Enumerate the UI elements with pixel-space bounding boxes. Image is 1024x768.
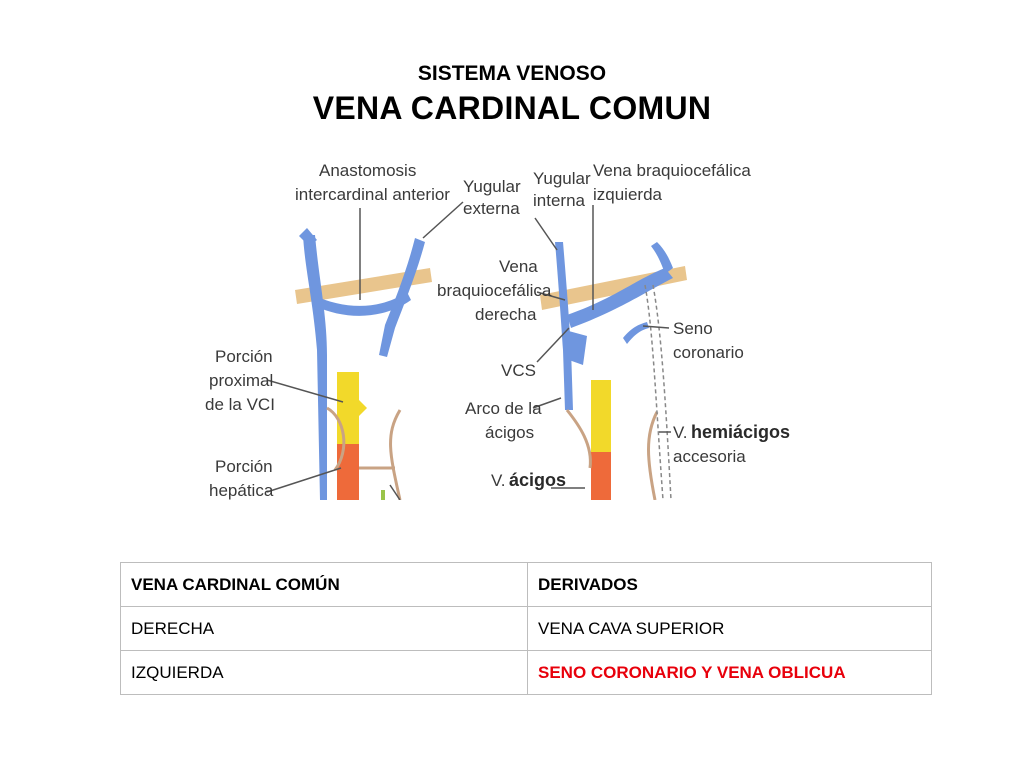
label-hemiacigos-bold: hemiácigos [691, 422, 790, 442]
left-cardinal-vein-right [303, 235, 327, 500]
label-yugular-externa-1: Yugular [463, 177, 521, 196]
label-vcs: VCS [501, 361, 536, 380]
label-yugular-externa-2: externa [463, 199, 520, 218]
label-yugular-interna-1: Yugular [533, 169, 591, 188]
label-braquio-der-3: derecha [475, 305, 537, 324]
label-anastomosis-2: intercardinal anterior [295, 185, 450, 204]
leader-braquio-der [536, 291, 566, 301]
page-subtitle: SISTEMA VENOSO [417, 62, 607, 85]
label-porcion-proximal-3: de la VCI [205, 395, 275, 414]
label-braquio-der-1: Vena [499, 257, 538, 276]
label-porcion-proximal-1: Porción [215, 347, 273, 366]
left-anastomosis [313, 292, 411, 316]
table-cell: DERECHA [120, 606, 528, 651]
right-svc-vein [555, 242, 573, 410]
label-braquio-izq-2: izquierda [593, 185, 663, 204]
label-seno-1: Seno [673, 319, 713, 338]
right-vci-orange [591, 452, 611, 500]
leader-yugular-interna [534, 217, 558, 251]
leader-extra [389, 484, 401, 500]
label-arco-1: Arco de la [465, 399, 542, 418]
right-brachiocephalic-left [567, 268, 673, 328]
left-vci-yellow [337, 372, 359, 444]
label-hemiacigos-prefix: V. [673, 423, 688, 442]
label-porcion-hepatica-2: hepática [209, 481, 274, 500]
leader-arco [532, 397, 562, 409]
page-title: VENA CARDINAL COMUN [312, 90, 712, 126]
table-row: IZQUIERDA SENO CORONARIO Y VENA OBLICUA [120, 650, 932, 695]
right-coronary-sinus [623, 322, 649, 344]
right-dashed-vein-1 [644, 284, 664, 500]
table-cell: IZQUIERDA [120, 650, 528, 695]
table-header-cell: DERIVADOS [527, 562, 932, 607]
left-brown-vein-2 [389, 409, 402, 500]
right-dashed-vein-2 [652, 284, 672, 500]
right-vci-yellow [591, 380, 611, 452]
table-header-row: VENA CARDINAL COMÚN DERIVADOS [120, 562, 932, 607]
left-vci-tip [357, 398, 367, 418]
venous-system-diagram: Anastomosis intercardinal anterior Yugul… [195, 150, 795, 500]
left-cross-bar [295, 268, 432, 304]
label-braquio-izq-1: Vena braquiocefálica [593, 161, 751, 180]
label-porcion-hepatica-1: Porción [215, 457, 273, 476]
left-vci-orange [337, 444, 359, 500]
table-cell: VENA CAVA SUPERIOR [527, 606, 932, 651]
leader-yugular-externa [422, 201, 464, 239]
label-v-acigos-bold: ácigos [509, 470, 566, 490]
right-brown-vein-1 [565, 409, 592, 469]
diagram-svg: Anastomosis intercardinal anterior Yugul… [205, 161, 790, 500]
leader-seno [642, 325, 670, 329]
leader-porcion-proximal [266, 379, 344, 403]
derivatives-table: VENA CARDINAL COMÚN DERIVADOS DERECHA VE… [120, 562, 932, 695]
label-seno-2: coronario [673, 343, 744, 362]
table-header-cell: VENA CARDINAL COMÚN [120, 562, 528, 607]
label-hemiacigos-2: accesoria [673, 447, 746, 466]
label-v-acigos-prefix: V. [491, 471, 506, 490]
table-row: DERECHA VENA CAVA SUPERIOR [120, 606, 932, 651]
left-jugular-stub [299, 228, 317, 246]
left-brown-vein-1 [326, 406, 346, 471]
leader-porcion-hepatica [266, 467, 342, 493]
label-braquio-der-2: braquiocefálica [437, 281, 552, 300]
table-cell-highlight: SENO CORONARIO Y VENA OBLICUA [527, 650, 932, 695]
label-yugular-interna-2: interna [533, 191, 586, 210]
label-anastomosis-1: Anastomosis [319, 161, 416, 180]
right-brachiocephalic-top [651, 242, 673, 274]
right-brown-vein-2 [647, 411, 659, 500]
right-svc-lower [565, 330, 587, 365]
label-arco-2: ácigos [485, 423, 534, 442]
leader-vcs [536, 327, 570, 363]
label-porcion-proximal-2: proximal [209, 371, 273, 390]
